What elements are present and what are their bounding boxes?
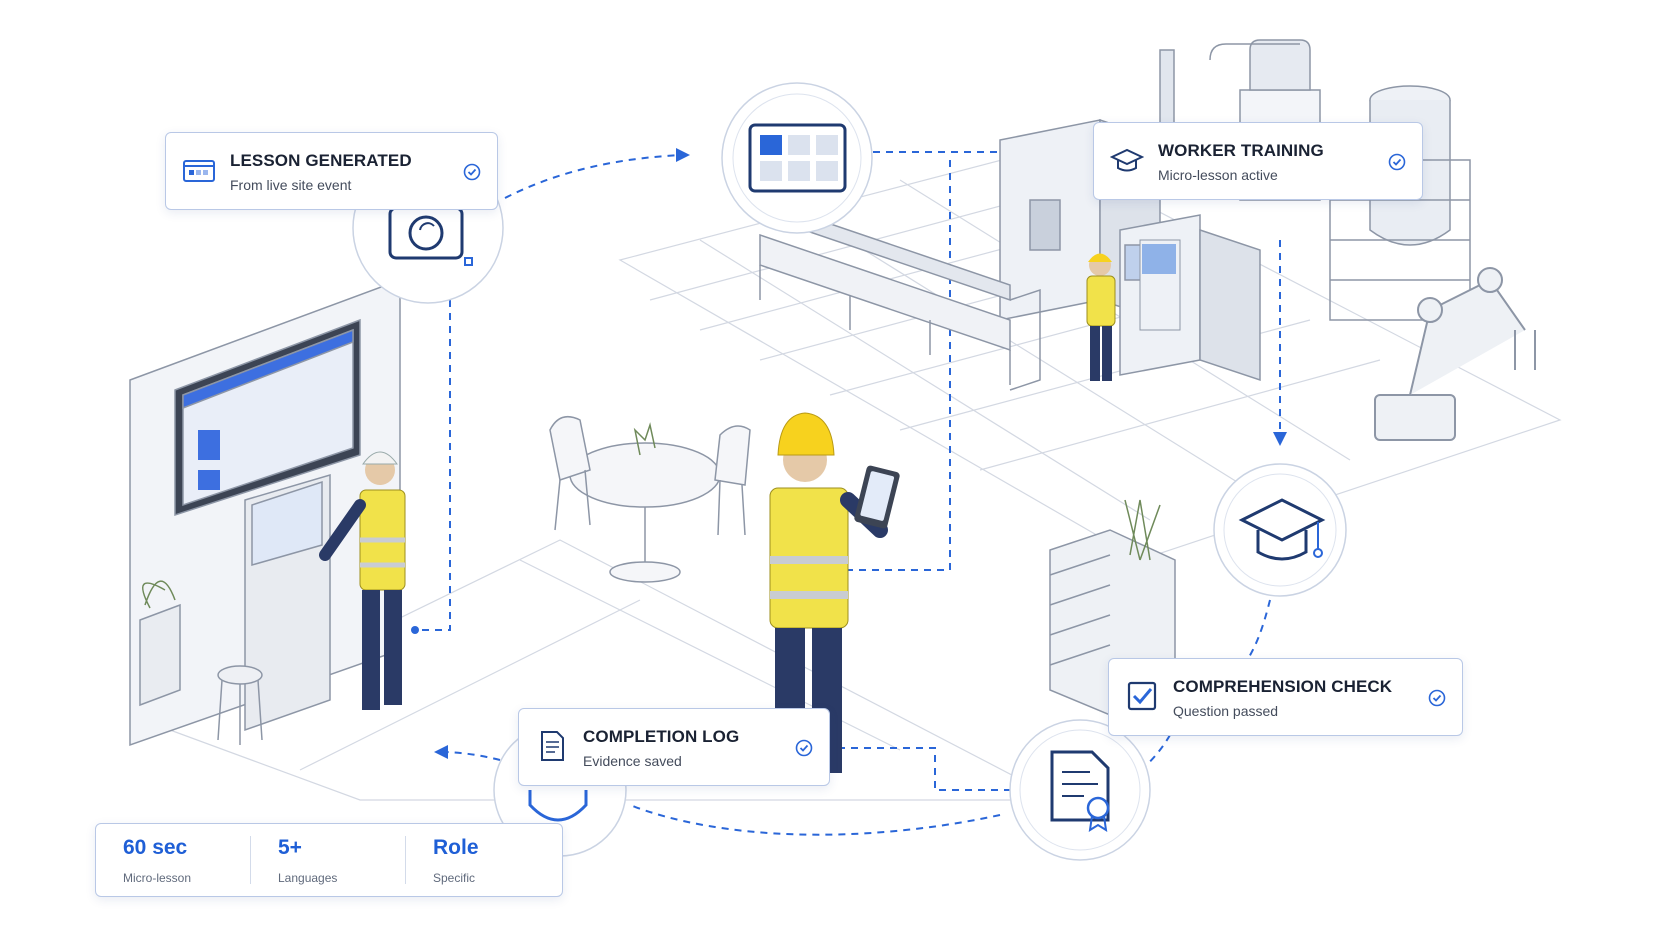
break-table xyxy=(549,415,751,583)
stat-micro-lesson: 60 sec Micro-lesson xyxy=(96,824,246,896)
check-circle-icon xyxy=(1388,153,1406,171)
stat-value: 60 sec xyxy=(123,836,188,859)
badge-certificate xyxy=(1009,719,1151,861)
badge-graduation-cap xyxy=(1213,463,1347,597)
card-title: COMPREHENSION CHECK xyxy=(1173,677,1393,696)
stats-panel: 60 sec Micro-lesson 5+ Languages Role Sp… xyxy=(95,823,563,897)
check-circle-icon xyxy=(795,739,813,757)
production-machinery xyxy=(999,39,1471,382)
stat-languages: 5+ Languages xyxy=(251,824,401,896)
badge-dashboard xyxy=(721,82,873,234)
stat-value: 5+ xyxy=(278,836,302,859)
stat-label: Micro-lesson xyxy=(123,871,192,885)
graduation-cap-icon xyxy=(1110,148,1144,172)
check-circle-icon xyxy=(1428,689,1446,707)
kiosk-station xyxy=(129,278,401,747)
stat-role-specific: Role Specific xyxy=(406,824,556,896)
completion-log-card[interactable]: COMPLETION LOG Evidence saved xyxy=(518,708,830,786)
card-subtitle: Question passed xyxy=(1173,703,1279,719)
comprehension-check-card[interactable]: COMPREHENSION CHECK Question passed xyxy=(1108,658,1463,736)
stat-value: Role xyxy=(433,836,479,859)
card-subtitle: From live site event xyxy=(230,177,352,193)
stat-label: Languages xyxy=(278,871,338,885)
stat-label: Specific xyxy=(433,871,476,885)
worker-training-card[interactable]: WORKER TRAINING Micro-lesson active xyxy=(1093,122,1423,200)
card-title: COMPLETION LOG xyxy=(583,727,740,746)
kiosk-worker xyxy=(319,451,406,710)
document-icon xyxy=(541,731,564,761)
card-subtitle: Micro-lesson active xyxy=(1158,167,1278,183)
checkbox-icon xyxy=(1127,681,1157,711)
card-title: LESSON GENERATED xyxy=(230,151,412,170)
screen-icon xyxy=(183,160,215,182)
back-worker xyxy=(1086,239,1181,381)
robot-arm xyxy=(1374,267,1536,441)
card-title: WORKER TRAINING xyxy=(1158,141,1324,160)
check-circle-icon xyxy=(463,163,481,181)
stat-divider xyxy=(250,836,251,884)
card-subtitle: Evidence saved xyxy=(583,753,682,769)
flow-lines xyxy=(415,151,1281,836)
stat-divider xyxy=(405,836,406,884)
lesson-generated-card[interactable]: LESSON GENERATED From live site event xyxy=(165,132,498,210)
